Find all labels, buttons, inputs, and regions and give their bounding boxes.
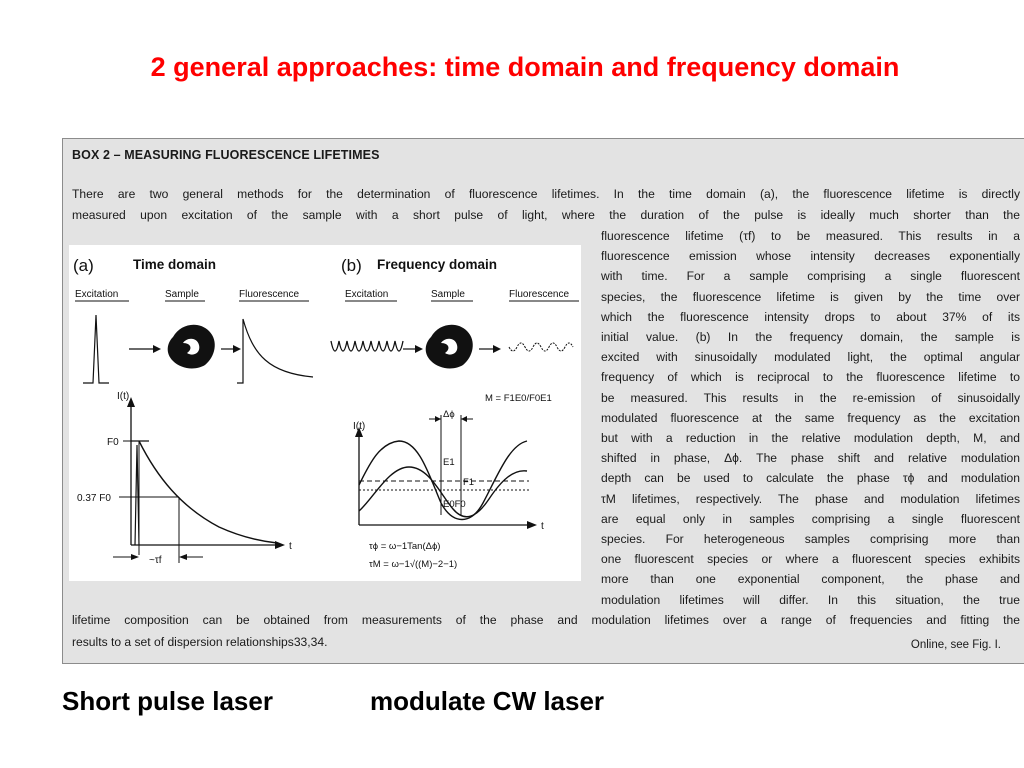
panel-b-label: (b) — [341, 256, 362, 275]
panel-a-col-fluorescence: Fluorescence — [239, 289, 299, 300]
tau-m-formula: τM = ω−1√((M)−2−1) — [369, 559, 457, 570]
tau-label: ~τf — [149, 555, 162, 566]
text-line: measured upon excitation of the sample w… — [72, 208, 1020, 222]
decay-plot: I(t) t F0 0.37 F0 ~τf — [77, 391, 292, 566]
delta-phi-label: Δϕ — [443, 409, 455, 420]
panel-b-col-sample: Sample — [431, 289, 465, 300]
panel-a-title: Time domain — [133, 257, 216, 272]
text-line: species. For heterogeneous samples compr… — [601, 532, 1020, 546]
text-line: modulated fluorescence at the same frequ… — [601, 410, 1020, 425]
panel-b-col-fluorescence: Fluorescence — [509, 289, 569, 300]
sine-excitation-icon — [330, 340, 404, 352]
text-line: fluorescence emission whose intensity de… — [601, 249, 1020, 264]
panel-a-col-sample: Sample — [165, 289, 199, 300]
fluorescence-wave — [358, 466, 528, 518]
text-line: excited with sinusoidally modulated ligh… — [601, 350, 1020, 365]
text-line: more than one exponential component, the… — [601, 572, 1020, 587]
x-axis-label: t — [289, 541, 292, 552]
figure-panel: (a) Time domain Excitation Sample Fluore… — [69, 245, 581, 581]
m-formula: M = F1E0/F0E1 — [485, 393, 552, 404]
text-line: results to a set of dispersion relations… — [72, 635, 328, 649]
online-note: Online, see Fig. I. — [910, 639, 1001, 651]
f037-label: 0.37 F0 — [77, 493, 111, 504]
text-line: shifted in phase, Δϕ. The phase shift an… — [601, 451, 1020, 466]
e1-label: E1 — [443, 457, 455, 468]
decay-icon — [237, 318, 314, 384]
text-line: be measured. This results in the re-emis… — [601, 390, 1020, 405]
e0f0-label: E0F0 — [443, 499, 466, 510]
phase-plot: M = F1E0/F0E1 I(t) t Δϕ E1 F1 — [353, 393, 552, 570]
arrow-icon — [233, 345, 241, 353]
sine-fluorescence-icon — [508, 342, 574, 352]
text-line: which the fluorescence intensity drops t… — [601, 309, 1020, 324]
f1-label: F1 — [463, 477, 474, 488]
arrow-icon — [153, 345, 161, 353]
panel-b-title: Frequency domain — [377, 257, 497, 272]
f0-label: F0 — [107, 437, 119, 448]
slide-title: 2 general approaches: time domain and fr… — [150, 52, 900, 82]
panel-b-col-excitation: Excitation — [345, 289, 388, 300]
text-line: τM lifetimes, respectively. The phase an… — [601, 491, 1020, 506]
text-line: modulation lifetimes will differ. In thi… — [601, 592, 1020, 607]
tau-phi-formula: τϕ = ω−1Tan(Δϕ) — [369, 541, 440, 552]
text-line: There are two general methods for the de… — [72, 187, 1020, 201]
pulse-icon — [83, 314, 109, 384]
text-line: species, the fluorescence lifetime is gi… — [601, 289, 1020, 304]
text-line: are equal only in samples comprising a s… — [601, 511, 1020, 526]
decay-curve — [138, 440, 278, 544]
text-line: with time. For a sample comprising a sin… — [601, 269, 1020, 284]
text-line: initial value. (b) In the frequency doma… — [601, 330, 1020, 344]
caption-short-pulse: Short pulse laser — [62, 686, 273, 716]
caption-modulated-cw: modulate CW laser — [370, 686, 605, 716]
x-axis-label: t — [541, 521, 544, 532]
panel-a-label: (a) — [73, 256, 94, 275]
y-axis-label: I(t) — [353, 421, 365, 432]
box-2-figure: BOX 2 – MEASURING FLUORESCENCE LIFETIMES… — [62, 138, 1024, 664]
arrow-icon — [415, 345, 423, 353]
text-line: fluorescence lifetime (τf) to be measure… — [601, 229, 1020, 243]
panel-a-col-excitation: Excitation — [75, 289, 118, 300]
arrow-icon — [493, 345, 501, 353]
text-line: frequency of which is reciprocal to the … — [601, 370, 1020, 385]
box-heading: BOX 2 – MEASURING FLUORESCENCE LIFETIMES — [72, 148, 380, 162]
y-axis-label: I(t) — [117, 391, 129, 402]
text-line: depth can be used to calculate the phase… — [601, 471, 1020, 486]
text-line: lifetime composition can be obtained fro… — [72, 613, 1020, 627]
figure-drawing: (a) Time domain Excitation Sample Fluore… — [73, 256, 579, 570]
text-line: but with a reduction in the relative mod… — [601, 431, 1020, 445]
text-line: one fluorescent species or where a fluor… — [601, 552, 1020, 567]
